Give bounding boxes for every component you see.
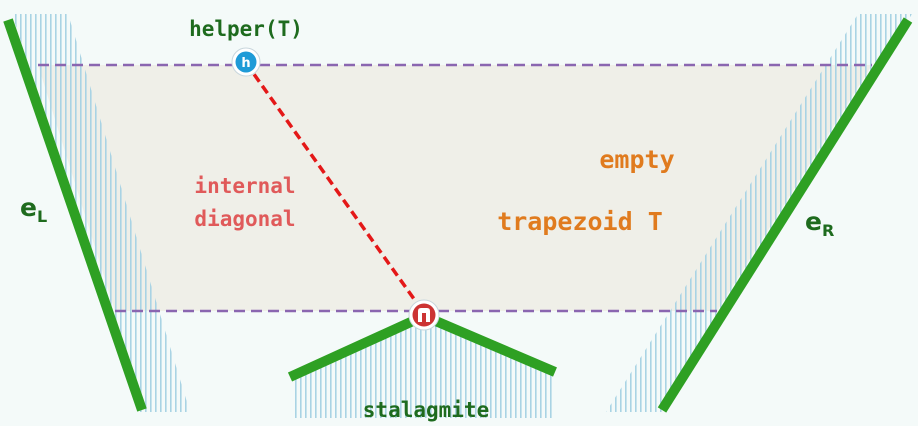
trapezoid-label: trapezoid T bbox=[497, 207, 663, 236]
stalagmite-label: stalagmite bbox=[363, 398, 489, 422]
helper-label: helper(T) bbox=[189, 17, 303, 41]
empty-label: empty bbox=[599, 145, 674, 174]
merge-vertex-icon bbox=[408, 299, 440, 331]
right-edge-label-main: e bbox=[805, 207, 822, 236]
right-edge bbox=[657, 17, 913, 413]
left-edge bbox=[3, 18, 147, 412]
left-edge-label: eL bbox=[20, 193, 47, 226]
right-edge-label-sub: R bbox=[822, 221, 834, 240]
stalagmite-hatch bbox=[292, 316, 553, 418]
internal-label-line1: internal bbox=[194, 174, 295, 198]
internal-label-line2: diagonal bbox=[194, 207, 295, 231]
right-edge-hatch bbox=[606, 14, 912, 412]
left-edge-hatch bbox=[12, 14, 190, 412]
helper-vertex-glyph: h bbox=[241, 56, 250, 71]
left-edge-label-sub: L bbox=[37, 207, 47, 226]
internal-diagonal-line bbox=[244, 61, 426, 315]
right-edge-label: eR bbox=[805, 207, 834, 240]
left-edge-label-main: e bbox=[20, 193, 37, 222]
trapezoid-region bbox=[38, 65, 872, 311]
helper-vertex-icon: h bbox=[231, 47, 261, 77]
